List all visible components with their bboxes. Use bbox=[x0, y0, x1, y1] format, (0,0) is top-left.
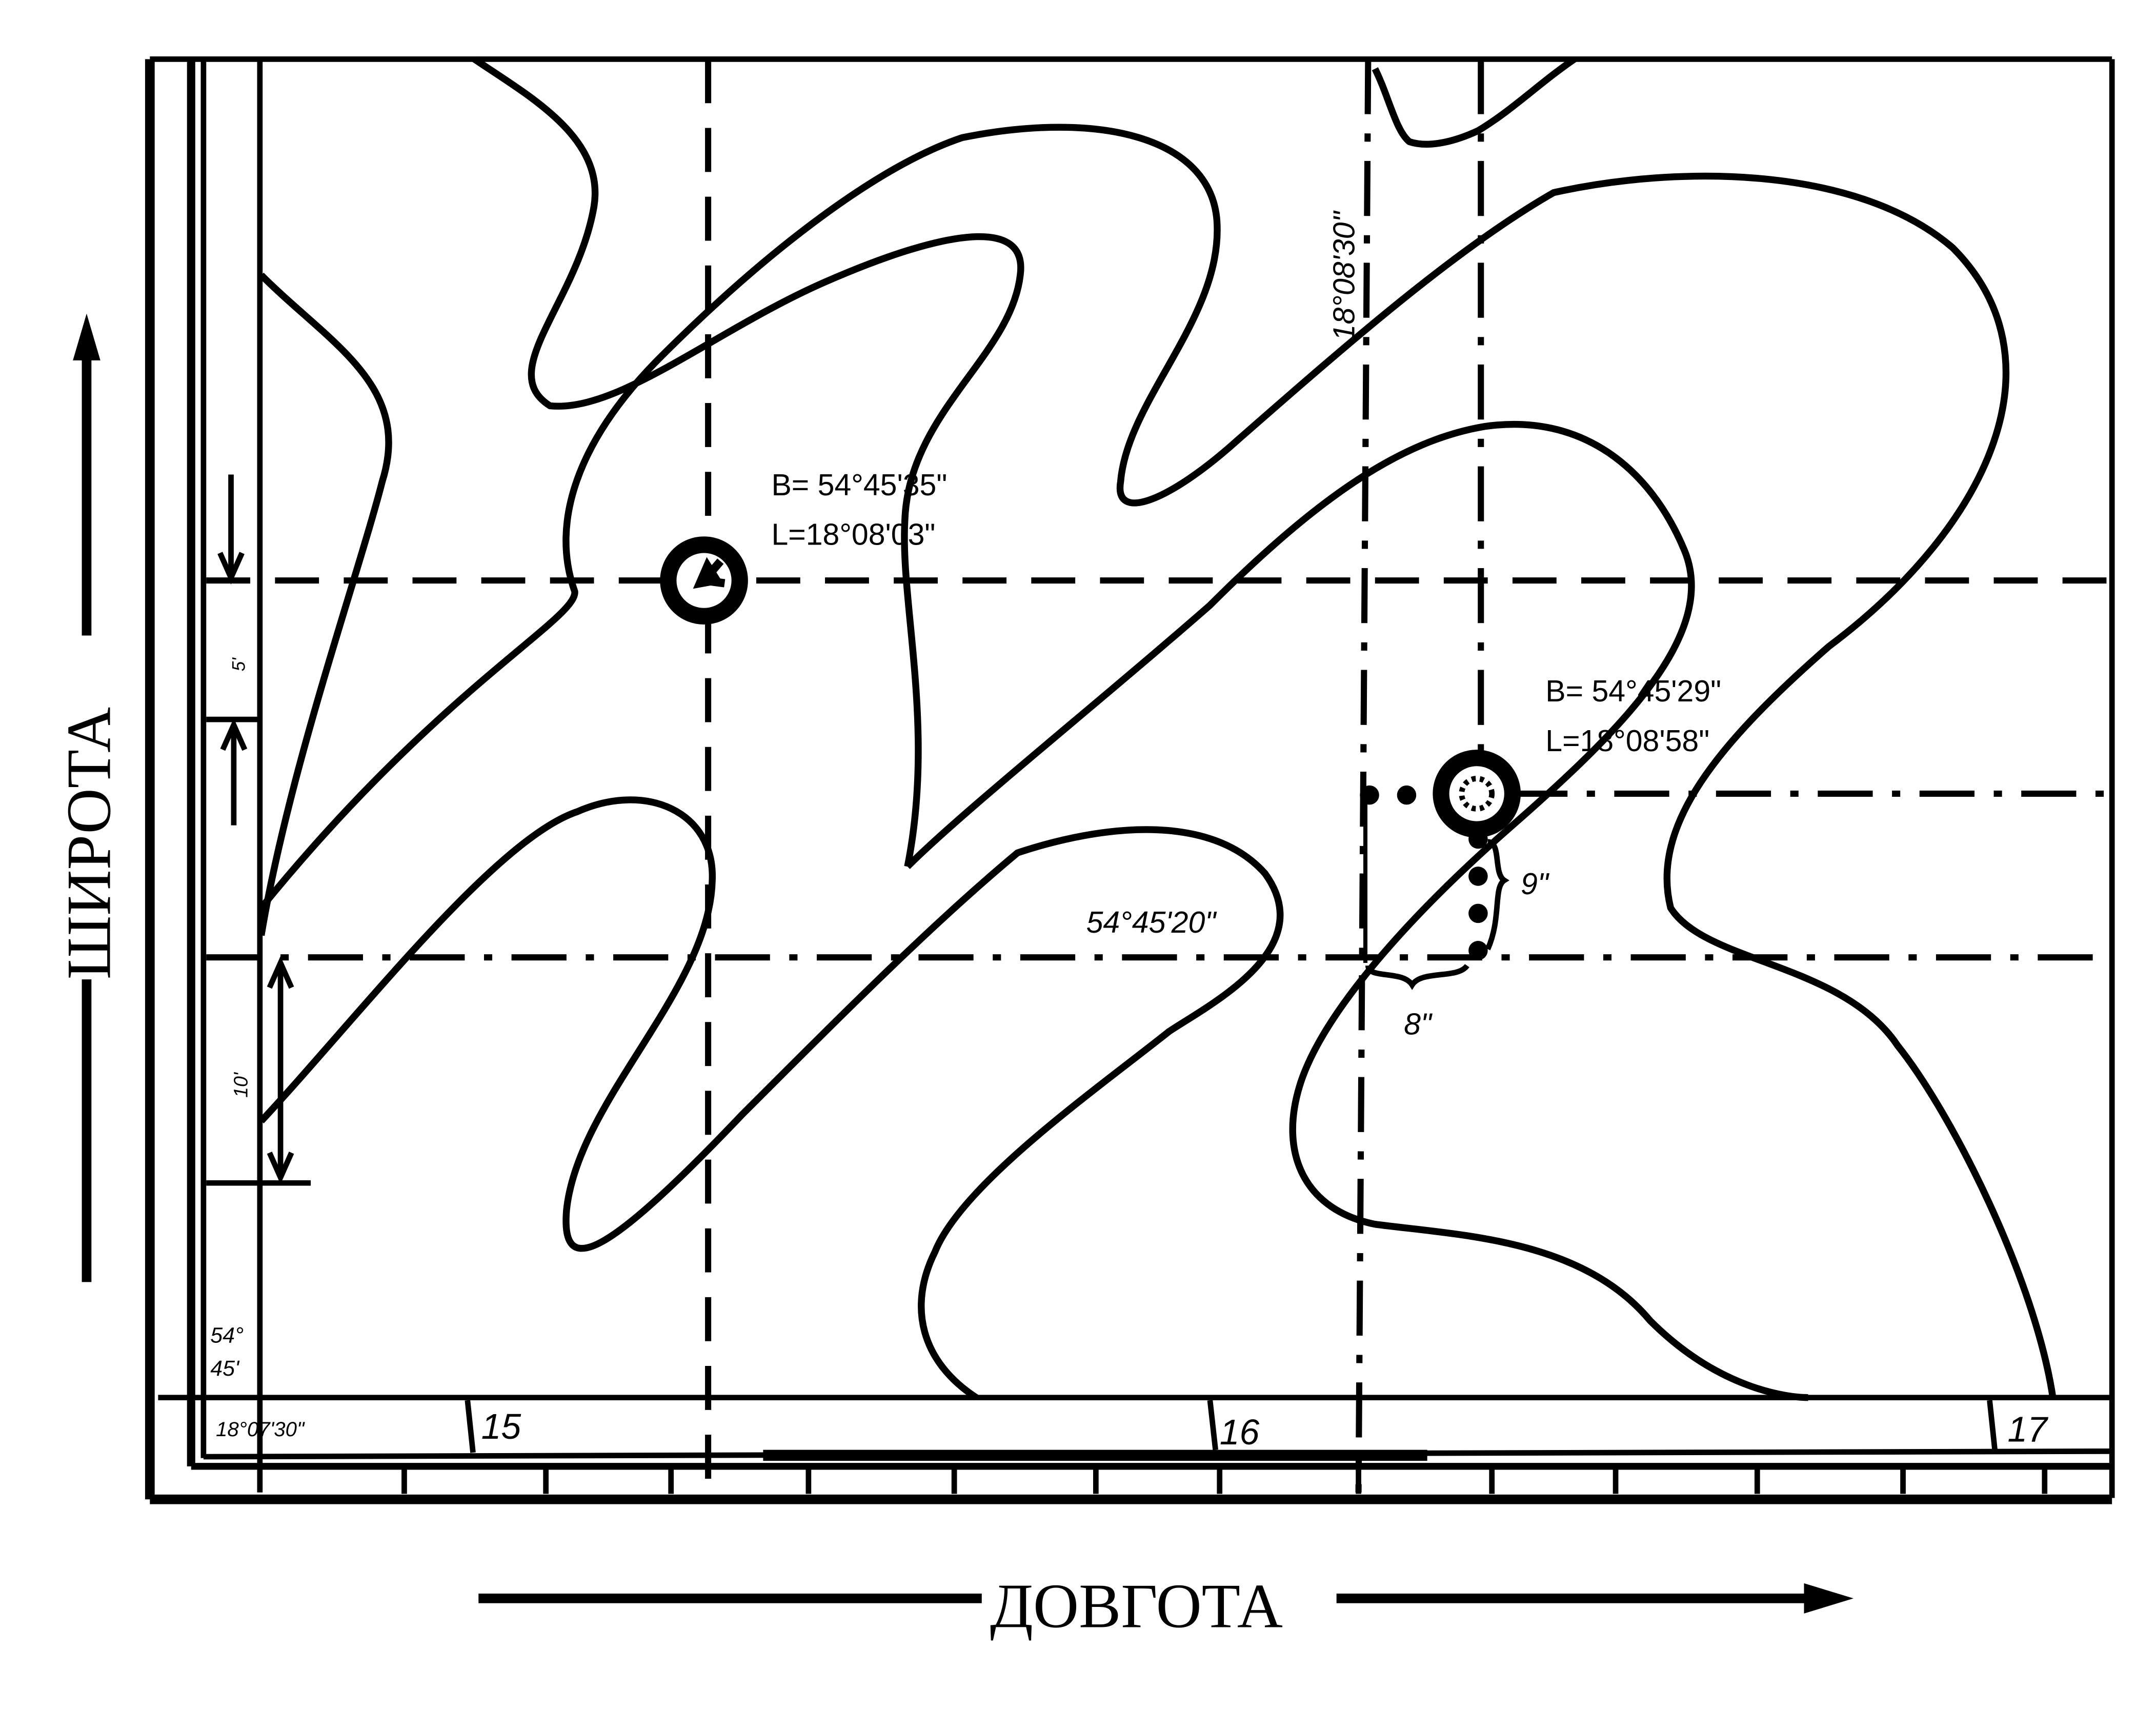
km-grid-15: 15 bbox=[481, 1406, 521, 1446]
lat-seconds-offset: 9" bbox=[1521, 867, 1550, 901]
map-frame bbox=[145, 56, 2115, 1504]
longitude-axis-label: ДОВГОТА bbox=[990, 1571, 1283, 1641]
km-grid-ticks bbox=[465, 1400, 1998, 1453]
point-1-latitude: B= 54°45'35" bbox=[771, 468, 947, 502]
frame-scale-ticks bbox=[401, 1466, 2048, 1494]
point-1-longitude: L=18°08'03" bbox=[771, 517, 935, 551]
latitude-axis-label: ШИРОТА bbox=[54, 707, 124, 979]
point-marker-2[interactable] bbox=[1433, 750, 1521, 838]
corner-lat-deg: 54° bbox=[210, 1323, 244, 1347]
corner-lat-min: 45' bbox=[210, 1356, 240, 1381]
interval-10-label: 10' bbox=[230, 1072, 252, 1098]
offset-braces bbox=[1365, 839, 1509, 990]
point-2-latitude: B= 54°45'29" bbox=[1545, 674, 1721, 708]
lon-meridian-label: 18°08'30" bbox=[1327, 210, 1361, 341]
km-grid-17: 17 bbox=[2007, 1410, 2048, 1450]
interval-5-label: 5' bbox=[229, 657, 249, 671]
coordinate-grid bbox=[206, 59, 2112, 1493]
up-arrow-icon bbox=[73, 313, 100, 360]
corner-lon: 18°07'30" bbox=[216, 1418, 305, 1441]
right-arrow-icon bbox=[1804, 1583, 1854, 1614]
point-2-longitude: L=18°08'58" bbox=[1545, 724, 1709, 758]
km-grid-16: 16 bbox=[1220, 1412, 1260, 1452]
latitude-interval-marks bbox=[206, 474, 311, 1186]
contour-lines bbox=[257, 56, 2057, 1401]
point-marker-1[interactable] bbox=[660, 536, 748, 625]
latitude-axis: ШИРОТА bbox=[54, 313, 124, 1282]
longitude-axis: ДОВГОТА bbox=[478, 1571, 1854, 1641]
lon-seconds-offset: 8" bbox=[1404, 1007, 1433, 1041]
lat-parallel-label: 54°45'20" bbox=[1086, 905, 1218, 939]
